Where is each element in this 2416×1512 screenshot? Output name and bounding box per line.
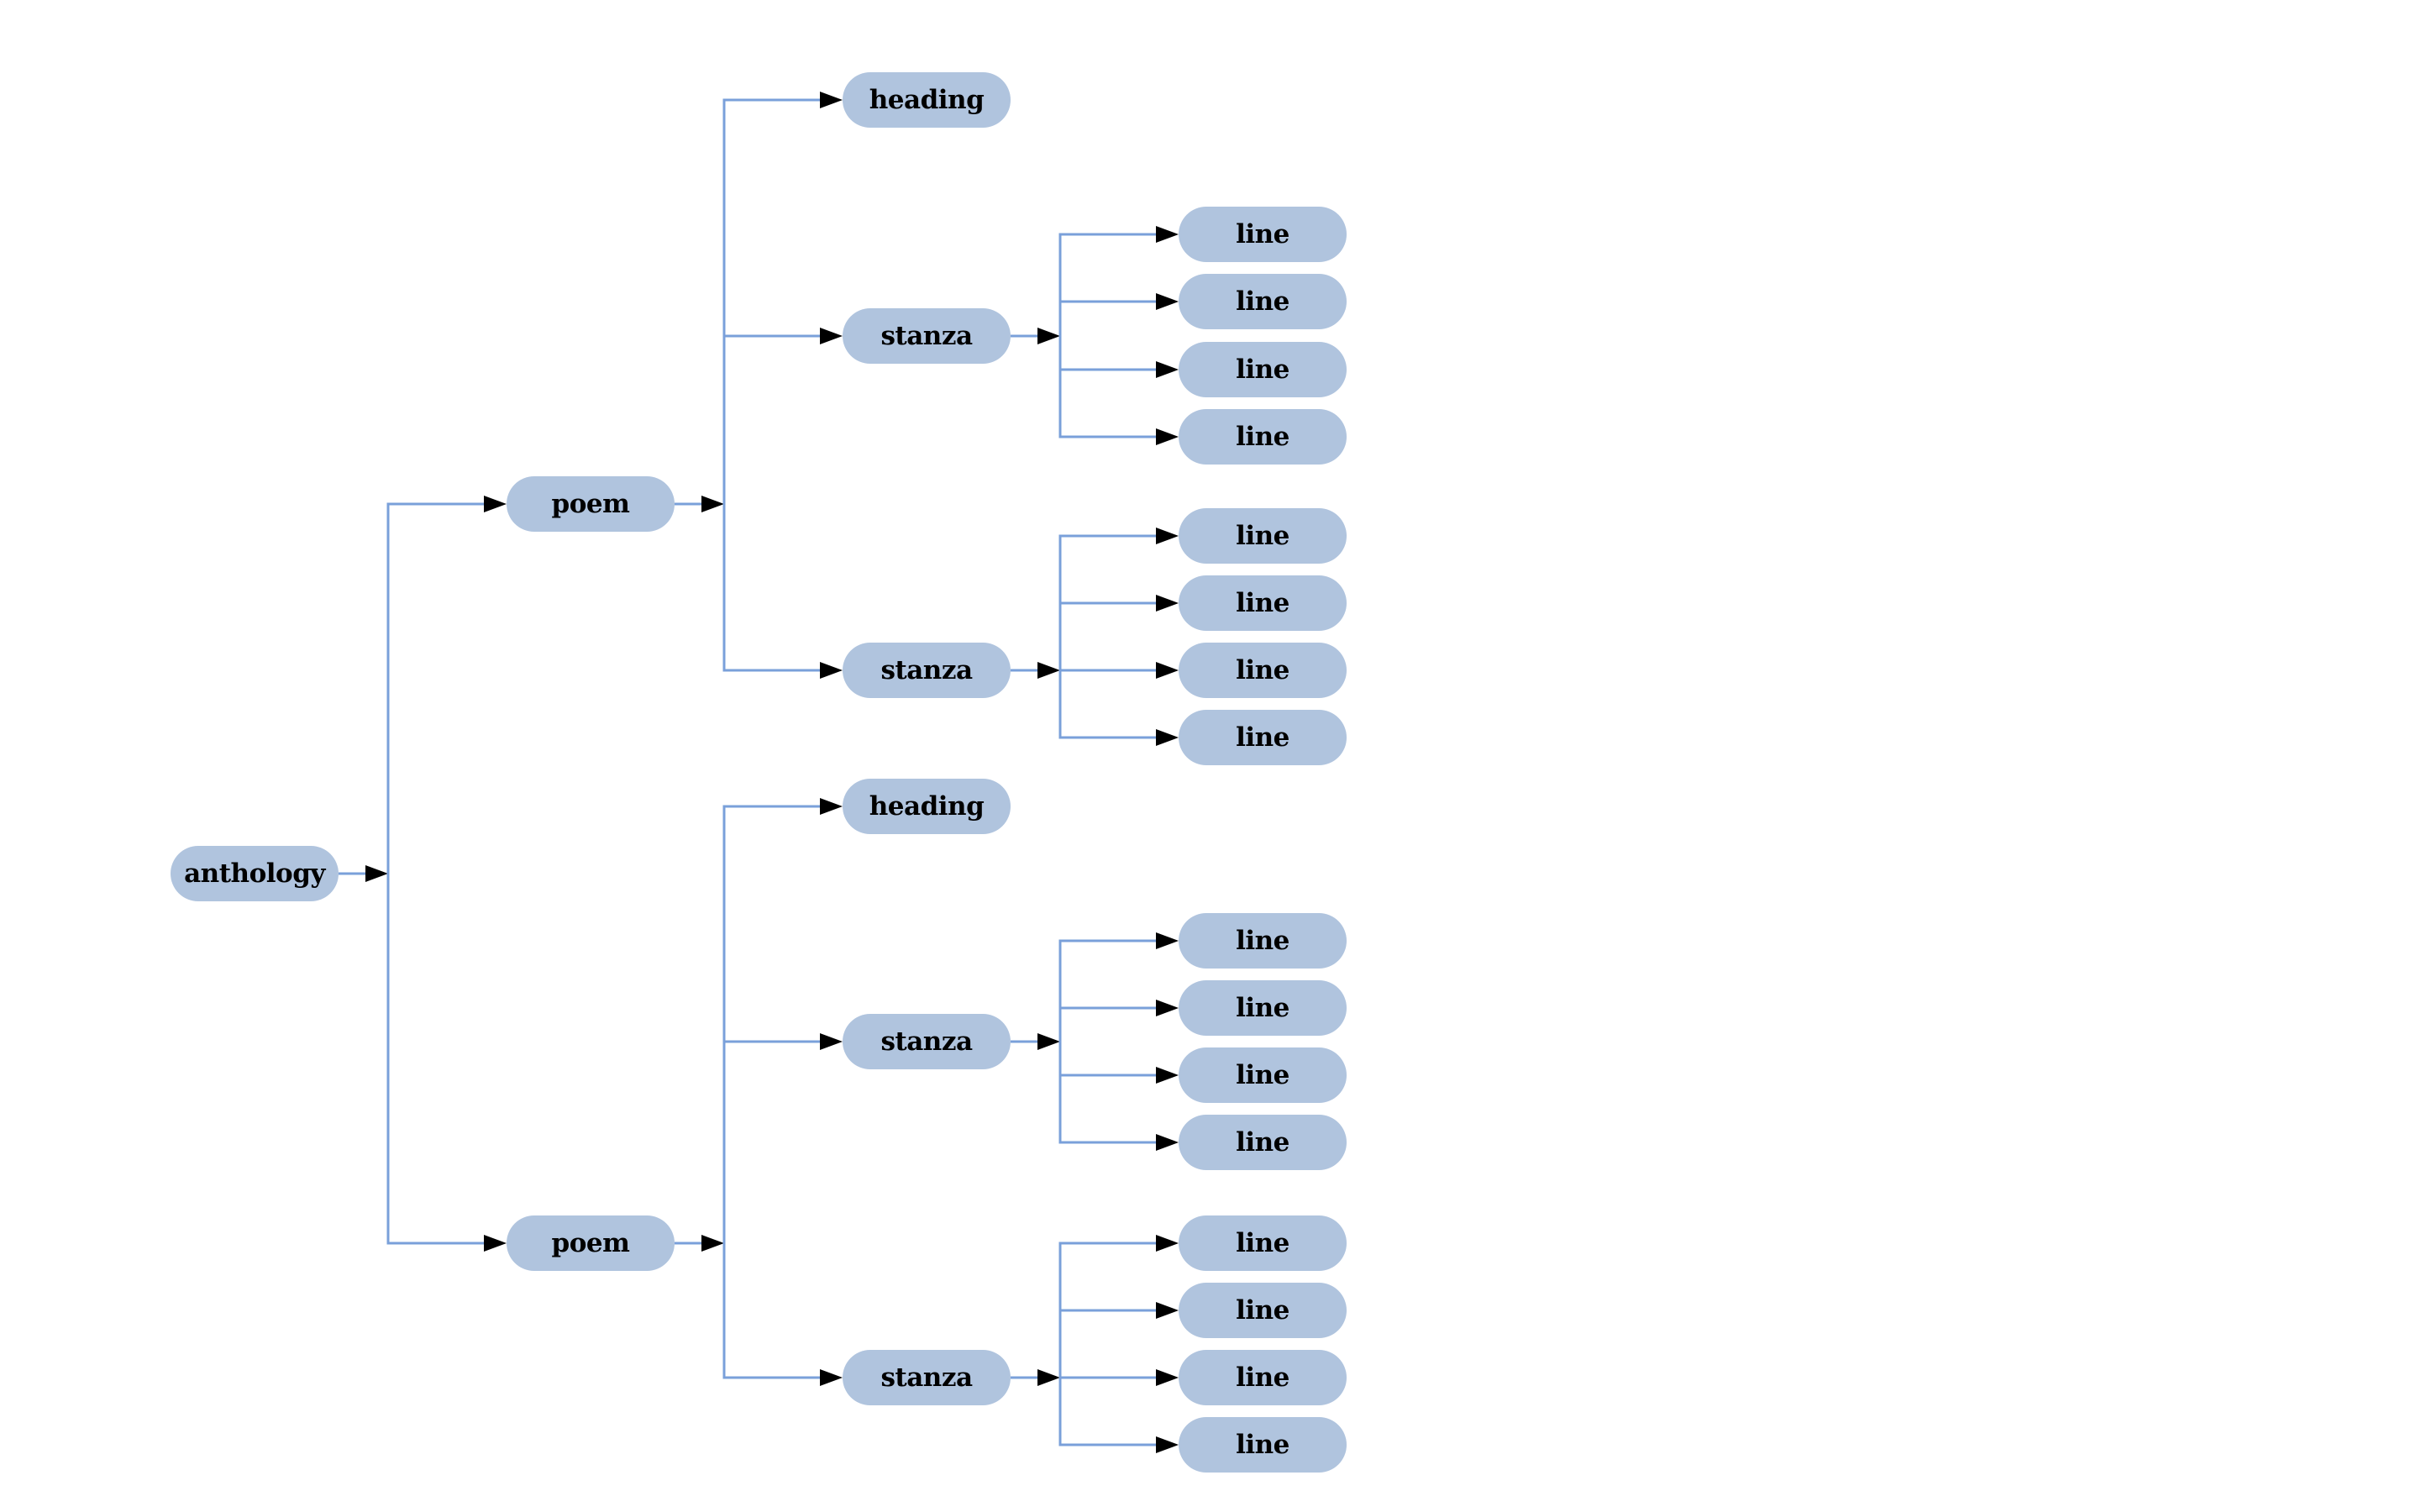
arrowhead-icon — [1156, 595, 1179, 612]
arrowhead-icon — [820, 798, 843, 815]
node-line-15: line — [1179, 1350, 1347, 1405]
node-line-1: line — [1179, 207, 1347, 262]
arrowhead-icon — [484, 496, 507, 512]
node-stanza-2: stanza — [843, 643, 1011, 698]
edge-group-poem-1 — [675, 92, 843, 679]
arrowhead-icon — [1156, 528, 1179, 544]
arrowhead-icon — [701, 496, 724, 512]
edge-group-stanza-1 — [1011, 226, 1179, 445]
node-stanza-4: stanza — [843, 1350, 1011, 1405]
arrowhead-icon — [484, 1235, 507, 1252]
node-line-11: line — [1179, 1047, 1347, 1103]
node-line-16: line — [1179, 1417, 1347, 1473]
arrowhead-icon — [820, 328, 843, 344]
arrowhead-icon — [1156, 293, 1179, 310]
node-anthology: anthology — [171, 846, 339, 901]
arrowhead-icon — [1156, 662, 1179, 679]
node-line-13: line — [1179, 1215, 1347, 1271]
node-line-6: line — [1179, 575, 1347, 631]
arrowhead-icon — [1037, 662, 1060, 679]
edge-group-stanza-3 — [1011, 932, 1179, 1151]
arrowhead-icon — [1156, 226, 1179, 243]
node-line-12: line — [1179, 1115, 1347, 1170]
arrowhead-icon — [1156, 428, 1179, 445]
arrowhead-icon — [1156, 729, 1179, 746]
arrowhead-icon — [1037, 328, 1060, 344]
node-line-2: line — [1179, 274, 1347, 329]
arrowhead-icon — [1156, 1067, 1179, 1084]
arrowhead-icon — [1156, 1302, 1179, 1319]
arrowhead-icon — [1156, 932, 1179, 949]
arrowhead-icon — [820, 1369, 843, 1386]
arrowhead-icon — [1156, 361, 1179, 378]
node-stanza-1: stanza — [843, 308, 1011, 364]
arrowhead-icon — [1037, 1369, 1060, 1386]
node-line-14: line — [1179, 1283, 1347, 1338]
edge-group-anthology — [339, 496, 507, 1252]
edge-group-stanza-4 — [1011, 1235, 1179, 1453]
arrowhead-icon — [1156, 1235, 1179, 1252]
node-line-5: line — [1179, 508, 1347, 564]
arrowhead-icon — [820, 662, 843, 679]
node-stanza-3: stanza — [843, 1014, 1011, 1069]
arrowhead-icon — [1156, 1369, 1179, 1386]
node-heading-1: heading — [843, 72, 1011, 128]
arrowhead-icon — [1156, 1134, 1179, 1151]
arrowhead-icon — [1156, 1436, 1179, 1453]
node-heading-2: heading — [843, 779, 1011, 834]
node-poem-1: poem — [507, 476, 675, 532]
edge-group-poem-2 — [675, 798, 843, 1386]
node-line-8: line — [1179, 710, 1347, 765]
node-line-4: line — [1179, 409, 1347, 465]
arrowhead-icon — [1156, 1000, 1179, 1016]
arrowhead-icon — [701, 1235, 724, 1252]
node-line-3: line — [1179, 342, 1347, 397]
node-line-7: line — [1179, 643, 1347, 698]
arrowhead-icon — [820, 92, 843, 108]
edge-group-stanza-2 — [1011, 528, 1179, 746]
arrowhead-icon — [365, 865, 388, 882]
arrowhead-icon — [1037, 1033, 1060, 1050]
node-line-9: line — [1179, 913, 1347, 969]
node-poem-2: poem — [507, 1215, 675, 1271]
arrowhead-icon — [820, 1033, 843, 1050]
node-line-10: line — [1179, 980, 1347, 1036]
